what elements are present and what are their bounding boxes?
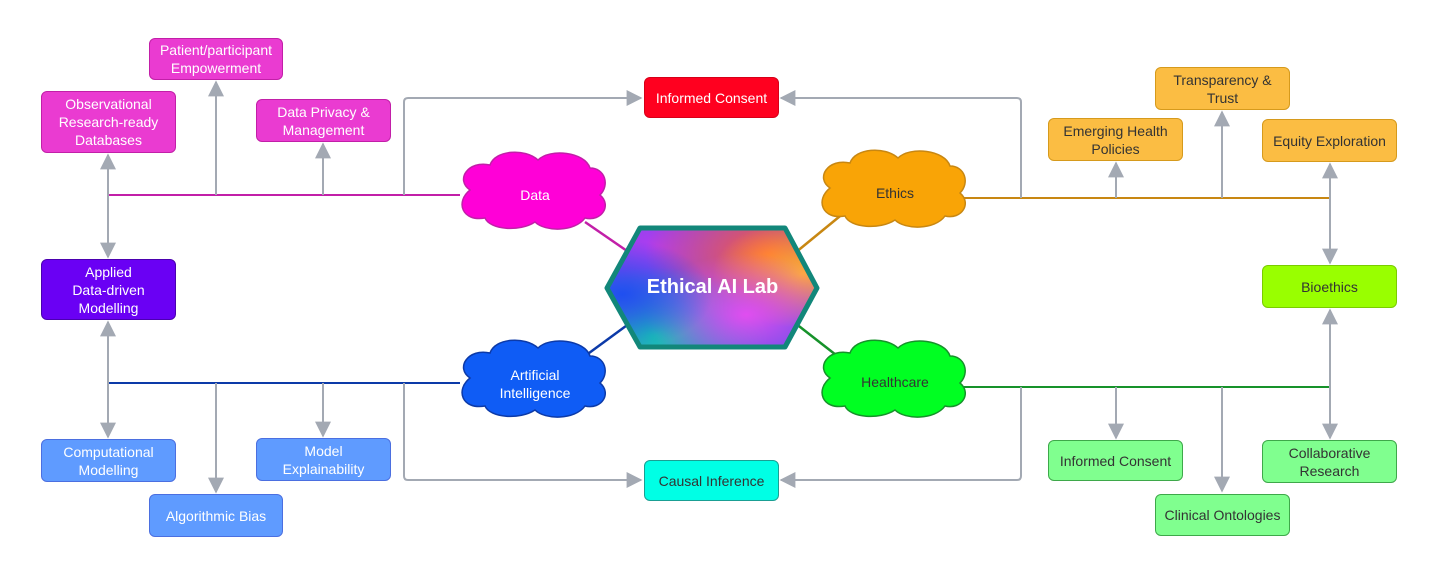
node-bioethics[interactable]: Bioethics xyxy=(1262,265,1397,308)
node-emerging-policies[interactable]: Emerging Health Policies xyxy=(1048,118,1183,161)
node-clinical-ontologies[interactable]: Clinical Ontologies xyxy=(1155,494,1290,536)
node-transparency-trust[interactable]: Transparency & Trust xyxy=(1155,67,1290,110)
node-informed-consent-top[interactable]: Informed Consent xyxy=(644,77,779,118)
arrow-health-to-causal xyxy=(779,387,1022,488)
link-hub-data xyxy=(584,220,631,255)
arrow-data-to-consent xyxy=(403,90,643,195)
cloud-data[interactable] xyxy=(461,151,606,230)
node-computational-modelling[interactable]: Computational Modelling xyxy=(41,439,176,482)
arrow-ethics-to-consent xyxy=(779,90,1022,198)
hub-hexagon[interactable] xyxy=(600,220,825,355)
cloud-label-ethics: Ethics xyxy=(875,185,915,201)
arrow-ai-to-causal xyxy=(403,383,643,488)
cloud-healthcare[interactable] xyxy=(821,339,966,418)
hub-label: Ethical AI Lab xyxy=(646,275,779,298)
node-applied-modelling[interactable]: Applied Data-driven Modelling xyxy=(41,259,176,320)
node-collaborative-research[interactable]: Collaborative Research xyxy=(1262,440,1397,483)
node-algorithmic-bias[interactable]: Algorithmic Bias xyxy=(149,494,283,537)
link-hub-ai xyxy=(584,321,631,358)
link-hub-ethics xyxy=(794,211,846,254)
node-equity-exploration[interactable]: Equity Exploration xyxy=(1262,119,1397,162)
cloud-ethics[interactable] xyxy=(821,149,966,228)
node-data-privacy[interactable]: Data Privacy & Management xyxy=(256,99,391,142)
cloud-ai[interactable] xyxy=(461,339,606,418)
node-causal-inference[interactable]: Causal Inference xyxy=(644,460,779,501)
node-model-explainability[interactable]: Model Explainability xyxy=(256,438,391,481)
node-patient-empowerment[interactable]: Patient/participant Empowerment xyxy=(149,38,283,80)
node-observational-databases[interactable]: Observational Research-ready Databases xyxy=(41,91,176,153)
cloud-label-healthcare: Healthcare xyxy=(861,374,929,390)
cloud-label-ai: Artificial Intelligence xyxy=(499,367,571,401)
cloud-label-data: Data xyxy=(520,187,550,203)
node-informed-consent-health[interactable]: Informed Consent xyxy=(1048,440,1183,481)
